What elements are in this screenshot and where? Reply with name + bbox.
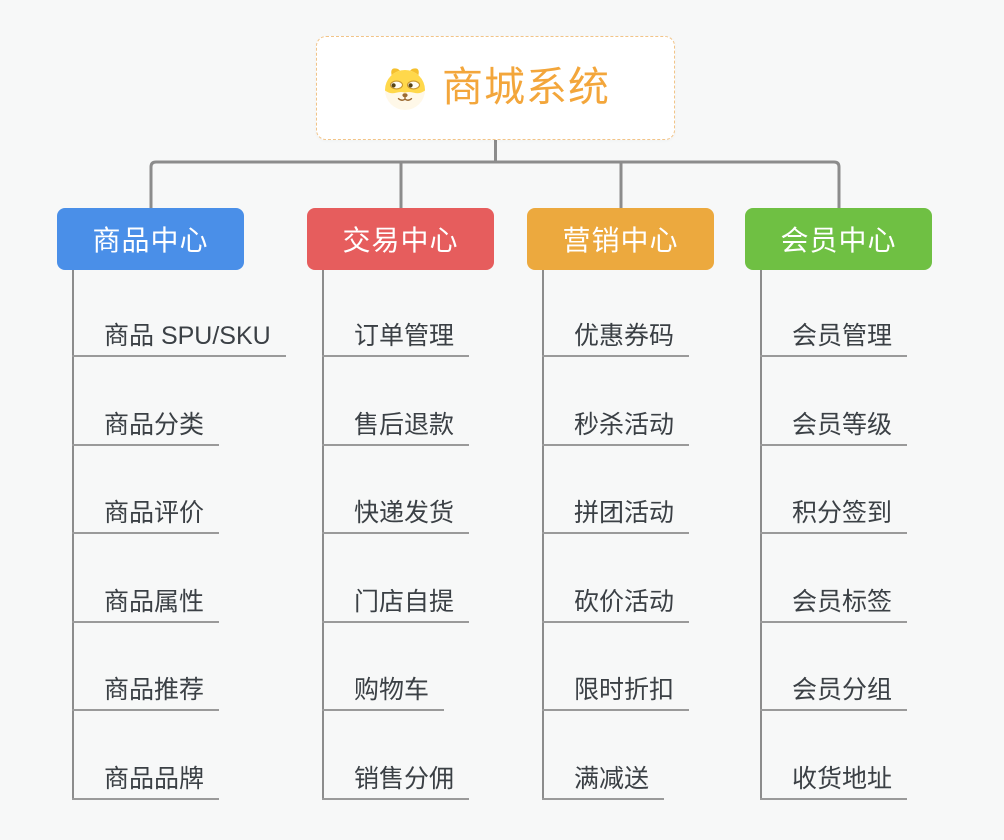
leaf-label: 购物车 xyxy=(354,676,430,705)
leaf-node-trade-center-2[interactable]: 快递发货 xyxy=(322,492,470,534)
leaf-node-trade-center-4[interactable]: 购物车 xyxy=(322,669,445,711)
leaf-node-member-center-3[interactable]: 会员标签 xyxy=(760,581,908,623)
leaf-label: 积分签到 xyxy=(792,499,893,528)
leaf-label: 秒杀活动 xyxy=(574,411,675,440)
leaf-node-marketing-center-1[interactable]: 秒杀活动 xyxy=(542,404,690,446)
leaf-label: 售后退款 xyxy=(354,411,455,440)
leaf-label: 门店自提 xyxy=(354,588,455,617)
leaf-label: 优惠券码 xyxy=(574,322,675,351)
leaf-label: 限时折扣 xyxy=(574,676,675,705)
branch-label: 会员中心 xyxy=(780,225,897,256)
leaf-label: 商品 SPU/SKU xyxy=(104,322,271,351)
branch-label: 交易中心 xyxy=(342,225,459,256)
leaf-label: 商品品牌 xyxy=(104,765,205,794)
leaf-node-marketing-center-2[interactable]: 拼团活动 xyxy=(542,492,690,534)
leaf-label: 商品推荐 xyxy=(104,676,205,705)
branch-header-trade-center[interactable]: 交易中心 xyxy=(307,208,494,270)
leaf-node-member-center-2[interactable]: 积分签到 xyxy=(760,492,908,534)
leaf-node-product-center-5[interactable]: 商品品牌 xyxy=(72,758,220,800)
leaf-label: 满减送 xyxy=(574,765,650,794)
root-title: 商城系统 xyxy=(442,63,610,110)
leaf-label: 商品分类 xyxy=(104,411,205,440)
leaf-label: 砍价活动 xyxy=(574,588,675,617)
leaf-node-member-center-0[interactable]: 会员管理 xyxy=(760,315,908,357)
leaf-label: 会员分组 xyxy=(792,676,893,705)
leaf-label: 会员标签 xyxy=(792,588,893,617)
leaf-node-trade-center-3[interactable]: 门店自提 xyxy=(322,581,470,623)
leaf-label: 收货地址 xyxy=(792,765,893,794)
leaf-label: 会员等级 xyxy=(792,411,893,440)
branch-header-member-center[interactable]: 会员中心 xyxy=(745,208,932,270)
leaf-node-product-center-0[interactable]: 商品 SPU/SKU xyxy=(72,315,286,357)
root-node[interactable]: 商城系统 xyxy=(316,36,675,140)
leaf-node-marketing-center-3[interactable]: 砍价活动 xyxy=(542,581,690,623)
leaf-node-product-center-3[interactable]: 商品属性 xyxy=(72,581,220,623)
leaf-node-marketing-center-0[interactable]: 优惠券码 xyxy=(542,315,690,357)
leaf-node-marketing-center-4[interactable]: 限时折扣 xyxy=(542,669,690,711)
leaf-node-product-center-2[interactable]: 商品评价 xyxy=(72,492,220,534)
leaf-node-product-center-4[interactable]: 商品推荐 xyxy=(72,669,220,711)
leaf-node-trade-center-5[interactable]: 销售分佣 xyxy=(322,758,470,800)
dog-mascot-icon xyxy=(385,68,425,110)
leaf-label: 商品评价 xyxy=(104,499,205,528)
leaf-node-trade-center-0[interactable]: 订单管理 xyxy=(322,315,470,357)
leaf-node-marketing-center-5[interactable]: 满减送 xyxy=(542,758,665,800)
branch-header-product-center[interactable]: 商品中心 xyxy=(57,208,244,270)
leaf-label: 拼团活动 xyxy=(574,499,675,528)
leaf-node-member-center-4[interactable]: 会员分组 xyxy=(760,669,908,711)
leaf-label: 销售分佣 xyxy=(354,765,455,794)
leaf-label: 商品属性 xyxy=(104,588,205,617)
leaf-node-member-center-5[interactable]: 收货地址 xyxy=(760,758,908,800)
leaf-label: 订单管理 xyxy=(354,322,455,351)
branch-header-marketing-center[interactable]: 营销中心 xyxy=(527,208,714,270)
branch-label: 商品中心 xyxy=(92,225,209,256)
leaf-node-member-center-1[interactable]: 会员等级 xyxy=(760,404,908,446)
leaf-label: 会员管理 xyxy=(792,322,893,351)
leaf-node-product-center-1[interactable]: 商品分类 xyxy=(72,404,220,446)
branch-label: 营销中心 xyxy=(562,225,679,256)
leaf-label: 快递发货 xyxy=(354,499,455,528)
leaf-node-trade-center-1[interactable]: 售后退款 xyxy=(322,404,470,446)
